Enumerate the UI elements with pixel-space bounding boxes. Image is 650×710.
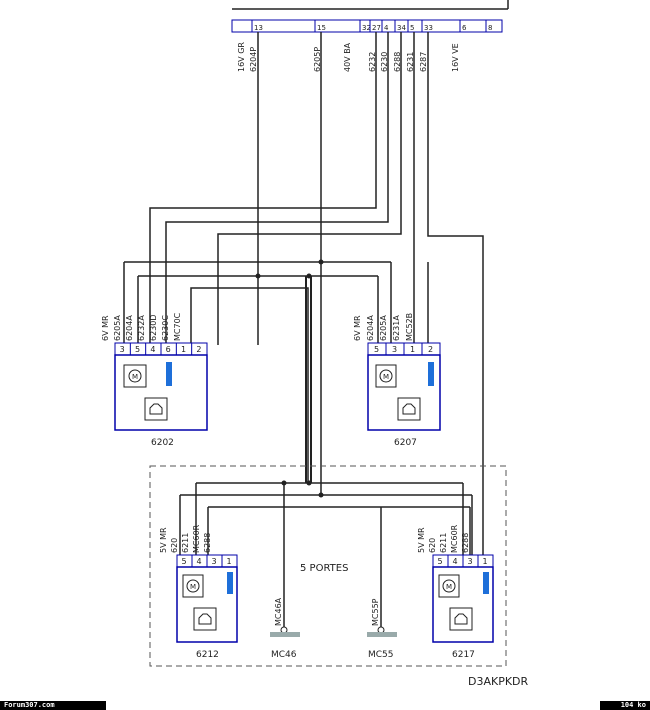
junction-dots: [255, 259, 324, 498]
switch-indicator: [166, 362, 172, 386]
ground-mc46: MC46A MC46: [270, 597, 300, 660]
connector-wire-label: 6287: [419, 52, 428, 72]
module-wire-label: 6230D: [149, 314, 158, 341]
switch-indicator: [428, 362, 434, 386]
module-wire-label: 620: [170, 538, 179, 553]
module-pin: 5: [135, 345, 140, 354]
connector-wire-label: 6230: [380, 52, 389, 72]
module-pin: 4: [197, 557, 202, 566]
connector-wire-label: 16V GR: [237, 42, 246, 72]
connector-pin: 8: [488, 24, 492, 32]
module-label-6207: 6207: [394, 438, 417, 448]
module-pin: 2: [196, 345, 201, 354]
module-wire-label: 6288: [203, 533, 212, 553]
connector-pin: 27: [372, 24, 381, 32]
connector-pin: 15: [317, 24, 326, 32]
ground-label-mc46: MC46: [271, 650, 297, 660]
connector-pin: 34: [397, 24, 406, 32]
switch-indicator: [227, 572, 233, 594]
connector-pin: 4: [384, 24, 389, 32]
connector-wire-label: 16V VE: [451, 43, 460, 72]
motor-icon: M: [182, 574, 204, 598]
door-lock-icon: [144, 397, 168, 421]
module-pin: 3: [392, 345, 397, 354]
connector-pin: 5: [410, 24, 414, 32]
module-wire-label: 6231A: [392, 315, 401, 341]
module-pin: 4: [150, 345, 155, 354]
module-pin: 1: [181, 345, 186, 354]
module-pin: 5: [438, 557, 443, 566]
site-footer: Forum307.com: [0, 701, 106, 710]
connector-wire-label: 6205P: [313, 47, 322, 72]
module-wire-label: 6204A: [125, 315, 134, 341]
connector-wire-label: 6231: [406, 52, 415, 72]
module-wire-label: MC60R: [192, 524, 201, 553]
module-pin: 3: [468, 557, 473, 566]
motor-module-6207: 6V MR 6204A 6205A 6231A MC52B 5 3 1 2 M 6207: [353, 313, 441, 448]
module-wire-label: 6205A: [379, 315, 388, 341]
svg-text:M: M: [446, 583, 452, 591]
svg-text:M: M: [132, 373, 138, 381]
module-pin: 1: [483, 557, 488, 566]
connector-pin: 32: [362, 24, 371, 32]
svg-text:M: M: [383, 373, 389, 381]
module-wire-label: MC60R: [450, 524, 459, 553]
svg-text:M: M: [190, 583, 196, 591]
svg-text:MC46A: MC46A: [274, 597, 283, 626]
module-wire-label: 6230C: [161, 315, 170, 341]
diagram-code: D3AKPKDR: [468, 675, 529, 688]
switch-indicator: [483, 572, 489, 594]
module-wire-label: 6288: [461, 533, 470, 553]
module-pin: 2: [428, 345, 433, 354]
module-label-6212: 6212: [196, 650, 219, 660]
file-size-footer: 104 ko: [600, 701, 650, 710]
motor-icon: M: [123, 364, 147, 388]
module-wire-label: 6V MR: [101, 315, 110, 341]
module-wire-label: 6232A: [137, 315, 146, 341]
module-pin: 4: [453, 557, 458, 566]
module-pin: 1: [410, 345, 415, 354]
connector-pin: 6: [462, 24, 467, 32]
door-lock-icon: [193, 607, 217, 631]
svg-text:MC55P: MC55P: [371, 598, 380, 626]
door-lock-icon: [397, 397, 421, 421]
module-wire-label: MC70C: [173, 312, 182, 341]
module-pin: 3: [120, 345, 125, 354]
five-doors-region: [149, 465, 507, 667]
door-lock-icon: [449, 607, 473, 631]
module-wire-label: 6204A: [366, 315, 375, 341]
module-wire-label: 5V MR: [159, 527, 168, 553]
module-pin: 1: [227, 557, 232, 566]
motor-icon: M: [438, 574, 460, 598]
module-wire-label: 5V MR: [417, 527, 426, 553]
module-label-6217: 6217: [452, 650, 475, 660]
module-wire-label: 6205A: [113, 315, 122, 341]
module-pin: 6: [166, 345, 171, 354]
ground-label-mc55: MC55: [368, 650, 394, 660]
connector-wire-label: 6232: [368, 52, 377, 72]
module-wire-label: MC52B: [405, 313, 414, 341]
module-label-6202: 6202: [151, 438, 174, 448]
module-wire-label: 6211: [439, 533, 448, 553]
connector-wire-label: 6288: [393, 52, 402, 72]
module-wire-label: 620: [428, 538, 437, 553]
connector-pin: 13: [254, 24, 263, 32]
connector-wire-label: 40V BA: [343, 42, 352, 72]
five-doors-label: 5 PORTES: [300, 563, 348, 574]
connector-pin: 33: [424, 24, 433, 32]
connector-wire-label: 6204P: [249, 47, 258, 72]
module-wire-label: 6211: [181, 533, 190, 553]
motor-icon: M: [375, 364, 397, 388]
module-wire-label: 6V MR: [353, 315, 362, 341]
ground-mc55: MC55P MC55: [367, 598, 397, 660]
module-pin: 3: [212, 557, 217, 566]
module-pin: 5: [374, 345, 379, 354]
module-pin: 5: [182, 557, 187, 566]
